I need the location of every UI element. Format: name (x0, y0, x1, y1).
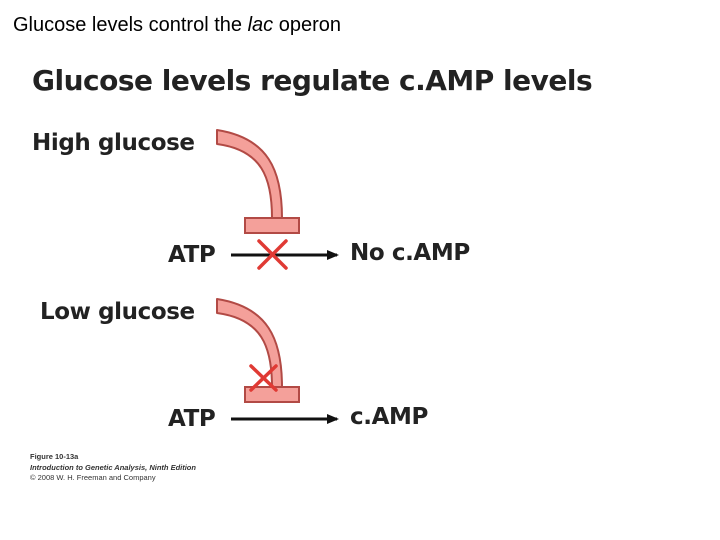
copyright-line: © 2008 W. H. Freeman and Company (30, 473, 156, 482)
slide-title-prefix: Glucose levels control the (13, 14, 248, 36)
figure-credit: Figure 10-13a Introduction to Genetic An… (30, 452, 196, 484)
low-glucose-inhibitor (216, 298, 300, 403)
low-glucose-label: Low glucose (40, 299, 195, 325)
slide-title-suffix: operon (273, 14, 341, 36)
high-glucose-label: High glucose (32, 130, 195, 156)
reaction-blocked-mark (257, 239, 288, 270)
figure-label: Figure 10-13a (30, 452, 79, 461)
high-glucose-inhibitor (216, 129, 300, 234)
slide-title-emphasis: lac (247, 14, 274, 36)
high-glucose-product: No c.AMP (350, 240, 470, 266)
high-glucose-substrate: ATP (168, 242, 216, 268)
slide-title: Glucose levels control the lac operon (13, 14, 341, 37)
inhibitor-blocked-mark (249, 364, 278, 392)
low-glucose-substrate: ATP (168, 406, 216, 432)
figure-title: Glucose levels regulate c.AMP levels (32, 64, 593, 97)
book-title: Introduction to Genetic Analysis, Ninth … (30, 462, 196, 472)
low-glucose-product: c.AMP (350, 404, 428, 430)
